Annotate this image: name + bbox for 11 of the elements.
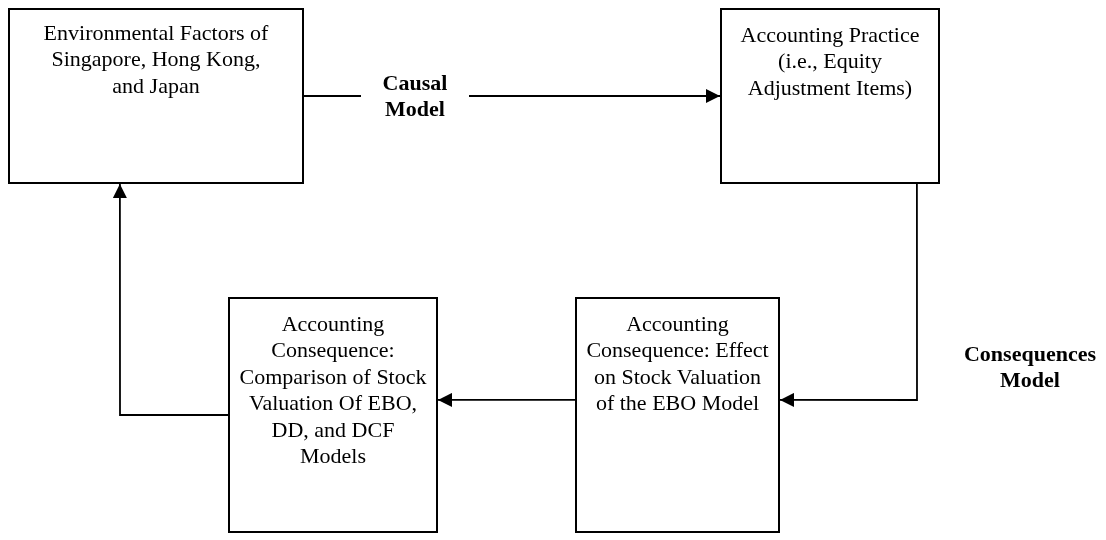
box-text: Accounting Consequence: Effect on Stock Valuation of the EBO Model [585, 311, 770, 417]
box-text: Accounting Practice (i.e., Equity Adjustment Items) [739, 22, 921, 102]
box-text: Accounting Consequence: Comparison of Stock Valuation Of EBO, DD, and DCF Models [238, 311, 428, 470]
process-box [8, 8, 304, 184]
process-box [575, 297, 780, 533]
arrow [779, 183, 918, 407]
box-text: Environmental Factors of Singapore, Hong Kong, and Japan [43, 20, 269, 100]
arrow [112, 183, 229, 416]
arrow [437, 392, 576, 407]
process-box [720, 8, 940, 184]
process-box [228, 297, 438, 533]
